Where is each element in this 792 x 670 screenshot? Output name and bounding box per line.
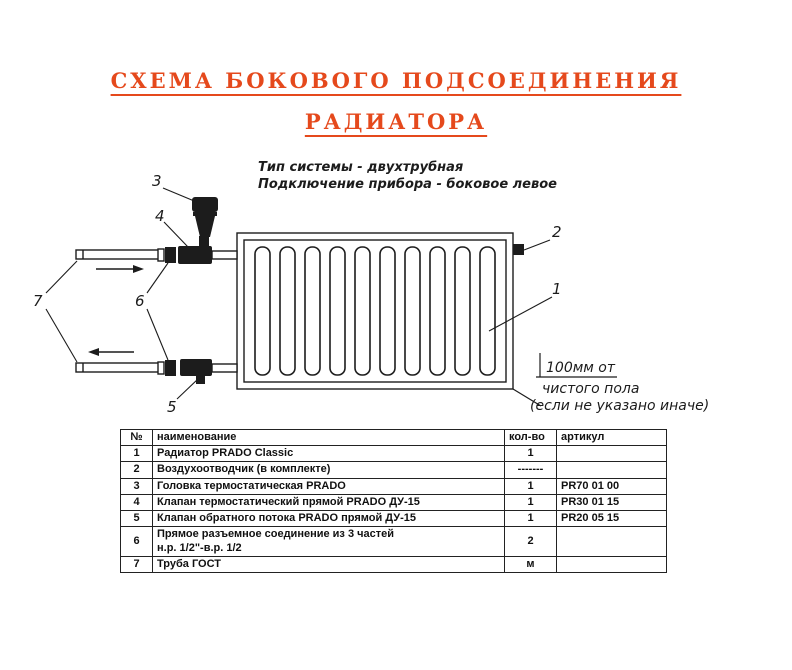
cell-art xyxy=(556,526,667,558)
callout-2: 2 xyxy=(552,223,562,241)
note-connection-type: Подключение прибора - боковое левое xyxy=(258,176,557,192)
callout-4: 4 xyxy=(155,207,165,225)
supply-pipe xyxy=(75,249,163,260)
cell-name: Прямое разъемное соединение из 3 частей … xyxy=(152,526,505,558)
dimension-text-floor: чистого пола xyxy=(542,381,639,397)
table-row: 7 Труба ГОСТ м xyxy=(120,556,667,574)
cell-name: Труба ГОСТ xyxy=(152,556,505,574)
callout-leader-lines xyxy=(45,187,553,400)
col-header-art: артикул xyxy=(556,428,667,447)
supply-connector-pipe xyxy=(211,250,238,260)
cell-qty: 1 xyxy=(504,509,557,528)
radiator-channels xyxy=(254,246,496,376)
cell-art xyxy=(556,461,667,479)
table-row: 3 Головка термостатическая PRADO 1 PR70 … xyxy=(120,477,667,495)
cell-qty: 1 xyxy=(504,445,557,463)
thermostatic-valve xyxy=(178,236,212,264)
cell-num: 6 xyxy=(120,526,153,558)
return-connector-pipe xyxy=(211,363,238,373)
cell-num: 1 xyxy=(120,445,153,463)
cell-num: 2 xyxy=(120,461,153,479)
callout-7: 7 xyxy=(33,292,43,310)
cell-name: Клапан термостатический прямой PRADO ДУ-… xyxy=(152,493,505,511)
cell-art: PR30 01 15 xyxy=(556,493,667,511)
callout-3: 3 xyxy=(152,172,162,190)
dimension-text-100mm: 100мм от xyxy=(546,360,616,376)
return-valve xyxy=(180,359,212,384)
cell-qty: м xyxy=(504,556,557,574)
cell-num: 5 xyxy=(120,509,153,528)
title-line-2: РАДИАТОРА xyxy=(304,109,488,134)
cell-num: 4 xyxy=(120,493,153,511)
parts-table: № наименование кол-во артикул 1 Радиатор… xyxy=(120,428,667,574)
cell-qty: 1 xyxy=(504,477,557,495)
union-coupling-return xyxy=(157,360,176,376)
flow-arrow-return xyxy=(88,348,134,356)
table-header-row: № наименование кол-во артикул xyxy=(120,428,667,447)
col-header-name: наименование xyxy=(152,428,505,447)
cell-num: 7 xyxy=(120,556,153,574)
table-row: 4 Клапан термостатический прямой PRADO Д… xyxy=(120,493,667,511)
system-notes: Тип системы - двухтрубная Подключение пр… xyxy=(258,160,557,194)
table-row: 2 Воздухоотводчик (в комплекте) ------- xyxy=(120,461,667,479)
col-header-qty: кол-во xyxy=(504,428,557,447)
table-row: 6 Прямое разъемное соединение из 3 часте… xyxy=(120,526,667,558)
callout-1: 1 xyxy=(552,280,562,298)
floor-dimension-lines xyxy=(512,353,617,407)
cell-qty: ------- xyxy=(504,461,557,479)
cell-art: PR70 01 00 xyxy=(556,477,667,495)
air-vent-plug xyxy=(513,244,524,255)
page-title: СХЕМА БОКОВОГО ПОДСОЕДИНЕНИЯ РАДИАТОРА xyxy=(0,70,792,132)
table-row: 5 Клапан обратного потока PRADO прямой Д… xyxy=(120,509,667,528)
title-line-1: СХЕМА БОКОВОГО ПОДСОЕДИНЕНИЯ xyxy=(110,68,682,93)
flow-arrow-supply xyxy=(96,265,144,273)
cell-name: Воздухоотводчик (в комплекте) xyxy=(152,461,505,479)
cell-art: PR20 05 15 xyxy=(556,509,667,528)
cell-name: Головка термостатическая PRADO xyxy=(152,477,505,495)
cell-name: Клапан обратного потока PRADO прямой ДУ-… xyxy=(152,509,505,528)
union-coupling-supply xyxy=(157,247,176,263)
cell-name: Радиатор PRADO Classic xyxy=(152,445,505,463)
note-system-type: Тип системы - двухтрубная xyxy=(258,160,464,175)
cell-num: 3 xyxy=(120,477,153,495)
cell-art xyxy=(556,556,667,574)
table-row: 1 Радиатор PRADO Classic 1 xyxy=(120,445,667,463)
thermostatic-head xyxy=(192,197,218,237)
cell-art xyxy=(556,445,667,463)
dimension-text-unless-noted: (если не указано иначе) xyxy=(530,398,709,414)
radiator-body xyxy=(236,232,514,390)
cell-qty: 2 xyxy=(504,526,557,558)
return-pipe xyxy=(75,362,163,373)
cell-qty: 1 xyxy=(504,493,557,511)
col-header-num: № xyxy=(120,428,153,447)
callout-6: 6 xyxy=(135,292,145,310)
callout-5: 5 xyxy=(167,398,177,416)
